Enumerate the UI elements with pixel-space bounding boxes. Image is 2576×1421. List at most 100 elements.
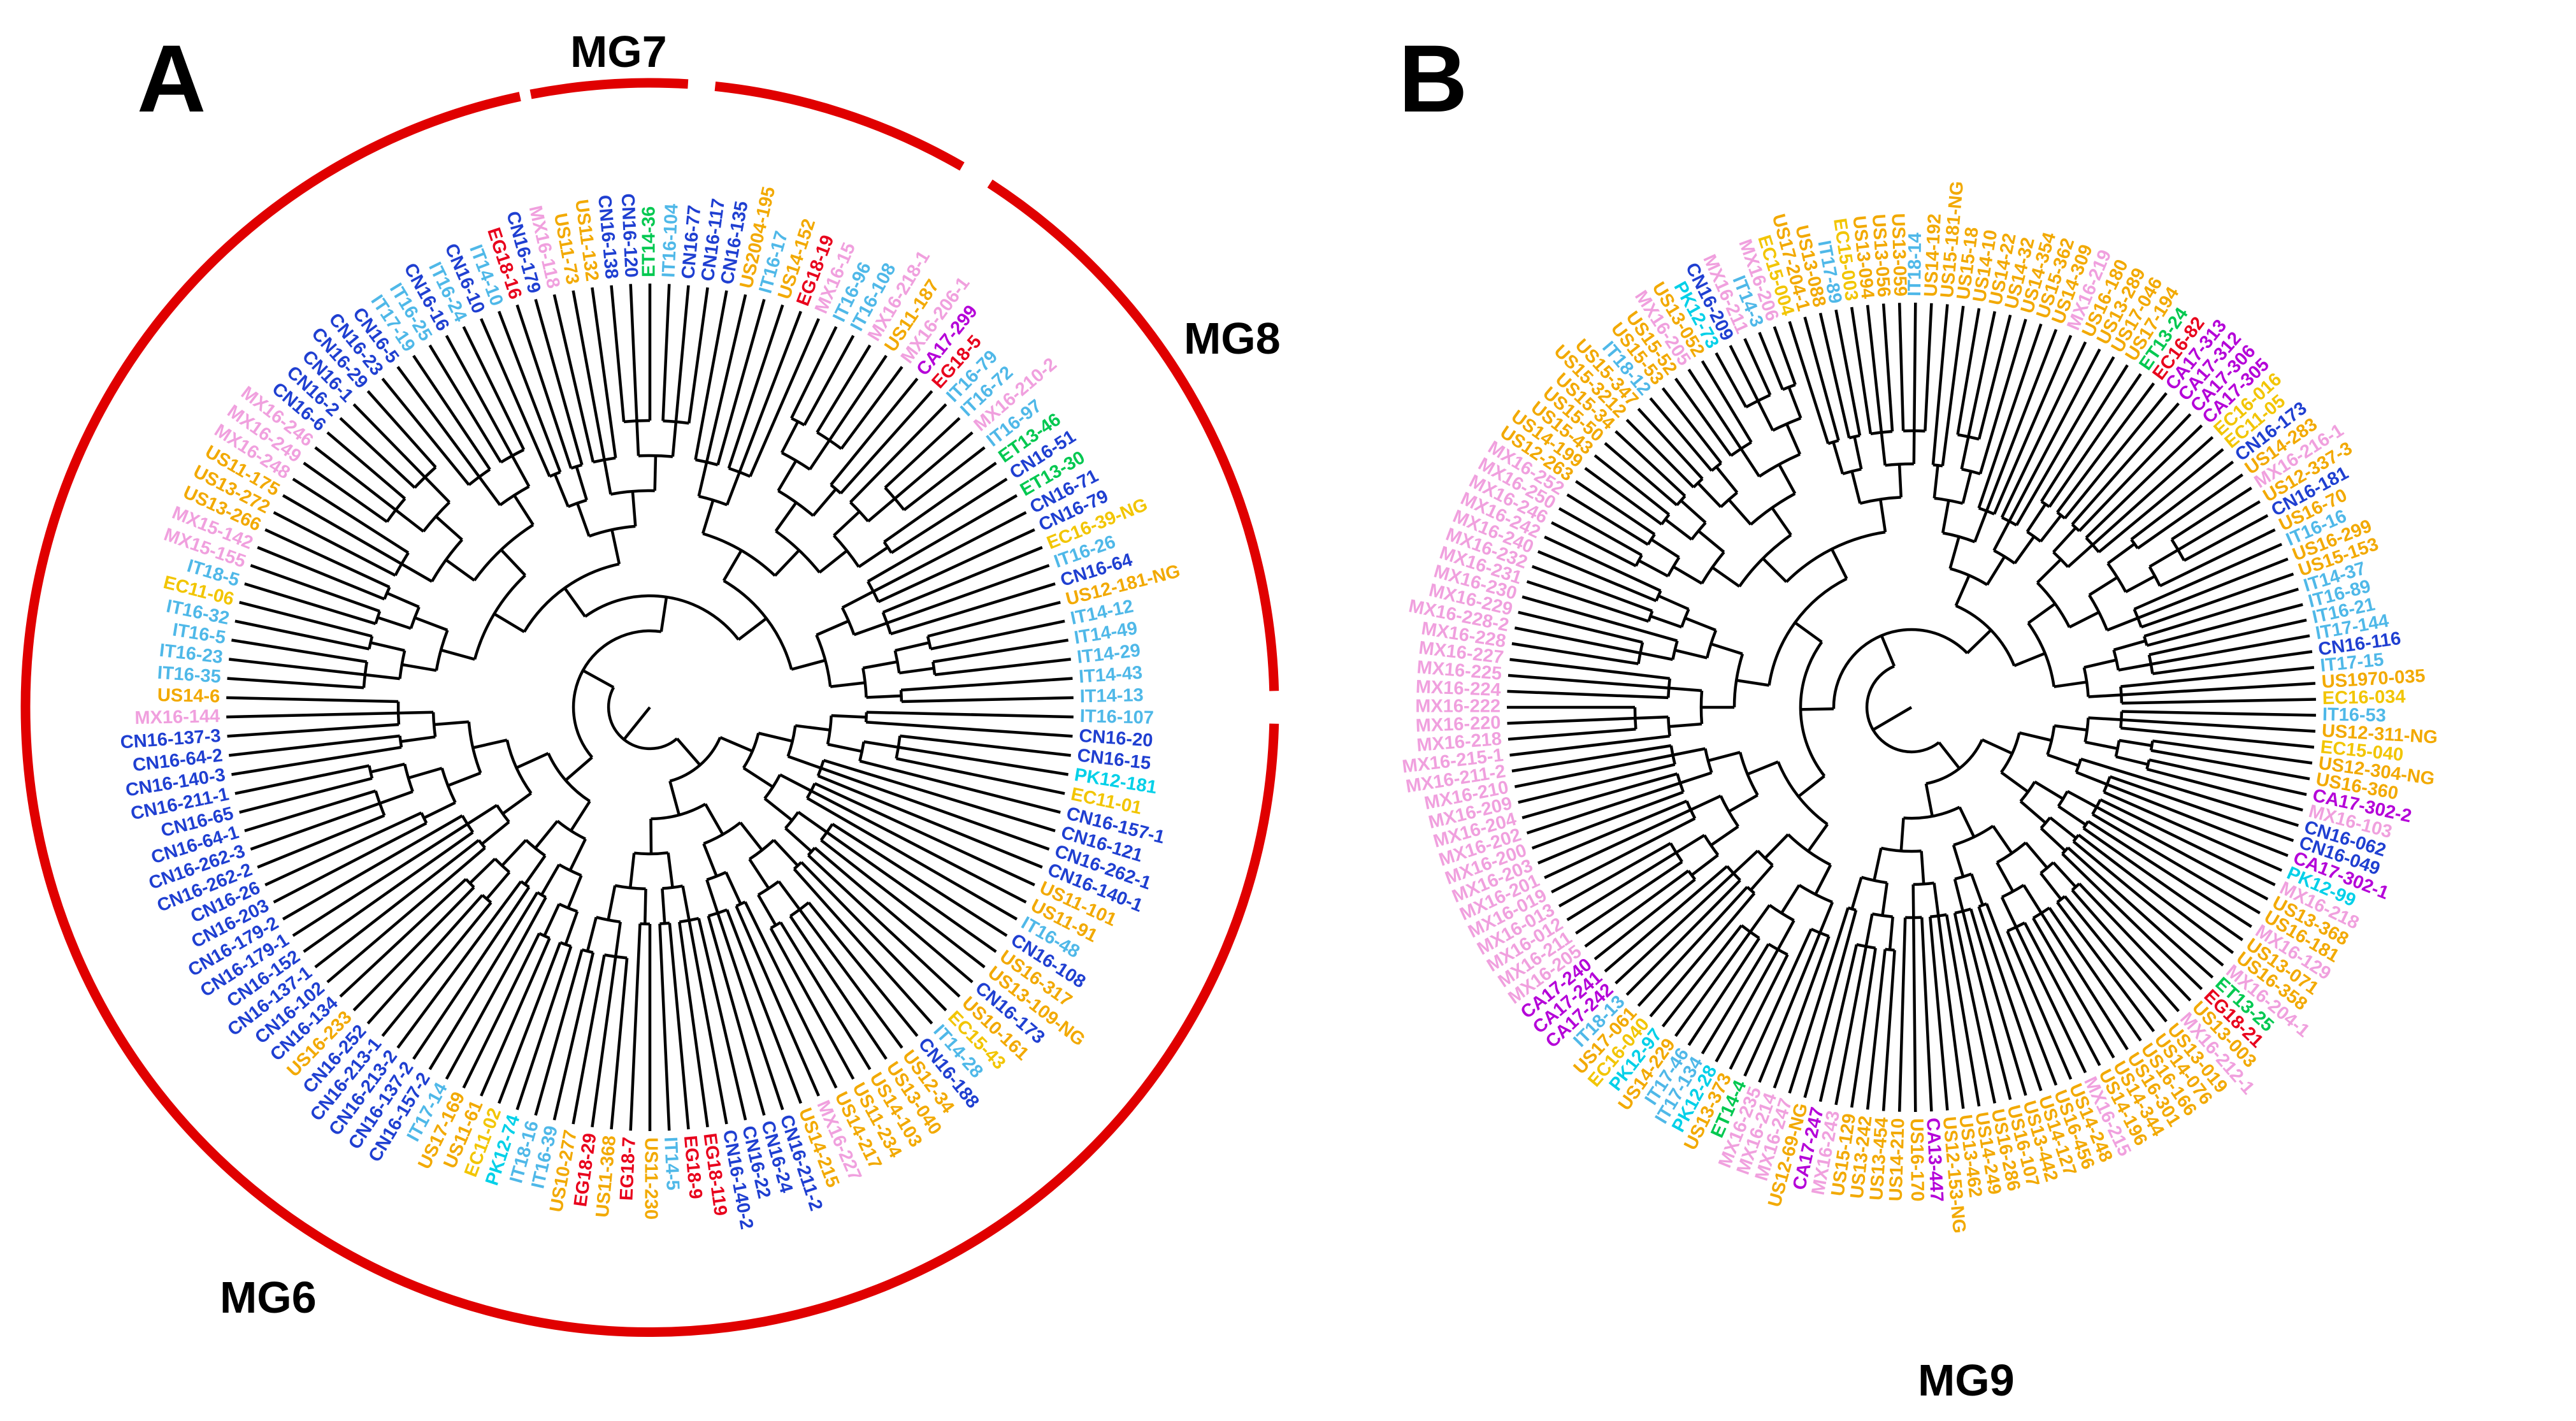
- branch-arc: [2046, 725, 2056, 756]
- leaf-label: US16-170: [1906, 1118, 1927, 1202]
- branch-line: [462, 326, 526, 451]
- branch-line: [2091, 436, 2214, 546]
- branch-line: [2150, 749, 2310, 781]
- branch-line: [575, 466, 588, 501]
- branch-line: [2148, 618, 2307, 656]
- branch-line: [575, 502, 591, 537]
- branch-line: [428, 344, 503, 463]
- leaf-label: US11-230: [640, 1137, 661, 1220]
- branch-line: [534, 299, 584, 466]
- branch-line: [2113, 639, 2147, 652]
- branch-line: [1650, 538, 1680, 559]
- branch-line: [816, 619, 849, 637]
- branch-line: [784, 827, 813, 853]
- branch-line: [661, 284, 671, 421]
- branch-line: [898, 667, 935, 675]
- branch-line: [795, 724, 831, 732]
- branch-line: [377, 616, 412, 630]
- branch-arc: [2130, 538, 2139, 549]
- branch-arc: [1865, 665, 1940, 754]
- branch-line: [1507, 716, 1636, 725]
- branch-line: [744, 901, 838, 1089]
- branch-line: [739, 821, 763, 851]
- branch-line: [568, 838, 587, 871]
- branch-line: [1594, 454, 1671, 516]
- branch-line: [2115, 755, 2148, 766]
- leaf-label: IT14-13: [1079, 685, 1144, 707]
- branch-line: [497, 942, 562, 1104]
- branch-line: [900, 677, 1073, 692]
- branch-line: [2055, 382, 2155, 514]
- branch-line: [515, 304, 573, 469]
- branch-line: [2023, 922, 2101, 1067]
- branch-line: [553, 473, 570, 507]
- branch-line: [748, 858, 770, 890]
- branch-line: [515, 946, 573, 1111]
- branch-line: [890, 477, 1008, 554]
- branch-line: [2067, 544, 2094, 568]
- branch-line: [831, 714, 867, 719]
- branch-line: [1952, 844, 1965, 877]
- leaf-label: IT16-35: [157, 663, 222, 688]
- branch-line: [862, 660, 898, 670]
- branch-line: [823, 758, 1056, 833]
- branch-line: [1941, 305, 1965, 466]
- branch-line: [2015, 356, 2115, 526]
- branch-line: [701, 500, 715, 535]
- branch-line: [1708, 751, 1741, 762]
- branch-line: [697, 461, 709, 497]
- branch-line: [1866, 305, 1883, 433]
- branch-line: [381, 901, 493, 1037]
- branch-line: [2121, 682, 2316, 696]
- branch-line: [1518, 763, 1676, 804]
- panel-b-branches: [1507, 302, 2316, 1113]
- branch-line: [610, 529, 621, 565]
- branch-line: [895, 641, 930, 653]
- branch-line: [1882, 949, 1896, 1111]
- branch-line: [1664, 518, 1693, 541]
- branch-line: [2054, 681, 2087, 688]
- branch-line: [1924, 303, 1933, 431]
- branch-line: [1932, 465, 1939, 499]
- branch-line: [501, 839, 528, 867]
- branch-line: [671, 421, 678, 457]
- branch-line: [414, 616, 449, 632]
- branch-line: [1818, 312, 1851, 438]
- leaf-label: IT14-43: [1078, 663, 1143, 688]
- branch-line: [1680, 499, 1707, 524]
- branch-line: [826, 831, 997, 953]
- branch-line: [401, 663, 437, 672]
- branch-line: [866, 694, 902, 699]
- branch-line: [381, 377, 470, 486]
- group-label-mg8: MG8: [1184, 314, 1281, 363]
- branch-line: [2018, 731, 2052, 742]
- branch-arc: [2112, 649, 2120, 670]
- branch-line: [1929, 916, 1949, 1111]
- branch-line: [339, 417, 416, 489]
- branch-line: [1615, 430, 1687, 498]
- branch-line: [867, 494, 1018, 583]
- branch-line: [398, 710, 434, 715]
- branch-line: [480, 318, 551, 477]
- branch-line: [1985, 556, 2006, 586]
- leaf-label: IT14-5: [660, 1137, 683, 1191]
- panel-a-branches: [226, 284, 1074, 1131]
- branch-line: [687, 287, 709, 424]
- branch-line: [1518, 610, 1643, 644]
- leaf-label: CN16-120: [617, 193, 642, 278]
- branch-line: [339, 877, 467, 998]
- branch-line: [930, 619, 1065, 651]
- branch-line: [1956, 308, 1981, 435]
- branch-line: [480, 821, 510, 846]
- branch-line: [1669, 686, 1702, 693]
- branch-line: [631, 491, 637, 527]
- branch-line: [591, 287, 617, 459]
- branch-line: [2120, 726, 2315, 749]
- branch-line: [1661, 924, 1743, 1028]
- branch-line: [2085, 424, 2203, 539]
- branch-line: [659, 596, 668, 632]
- branch-line: [2032, 917, 2115, 1059]
- branch-arc: [1832, 628, 1969, 709]
- branch-line: [1785, 423, 1802, 455]
- branch-line: [1762, 557, 1788, 583]
